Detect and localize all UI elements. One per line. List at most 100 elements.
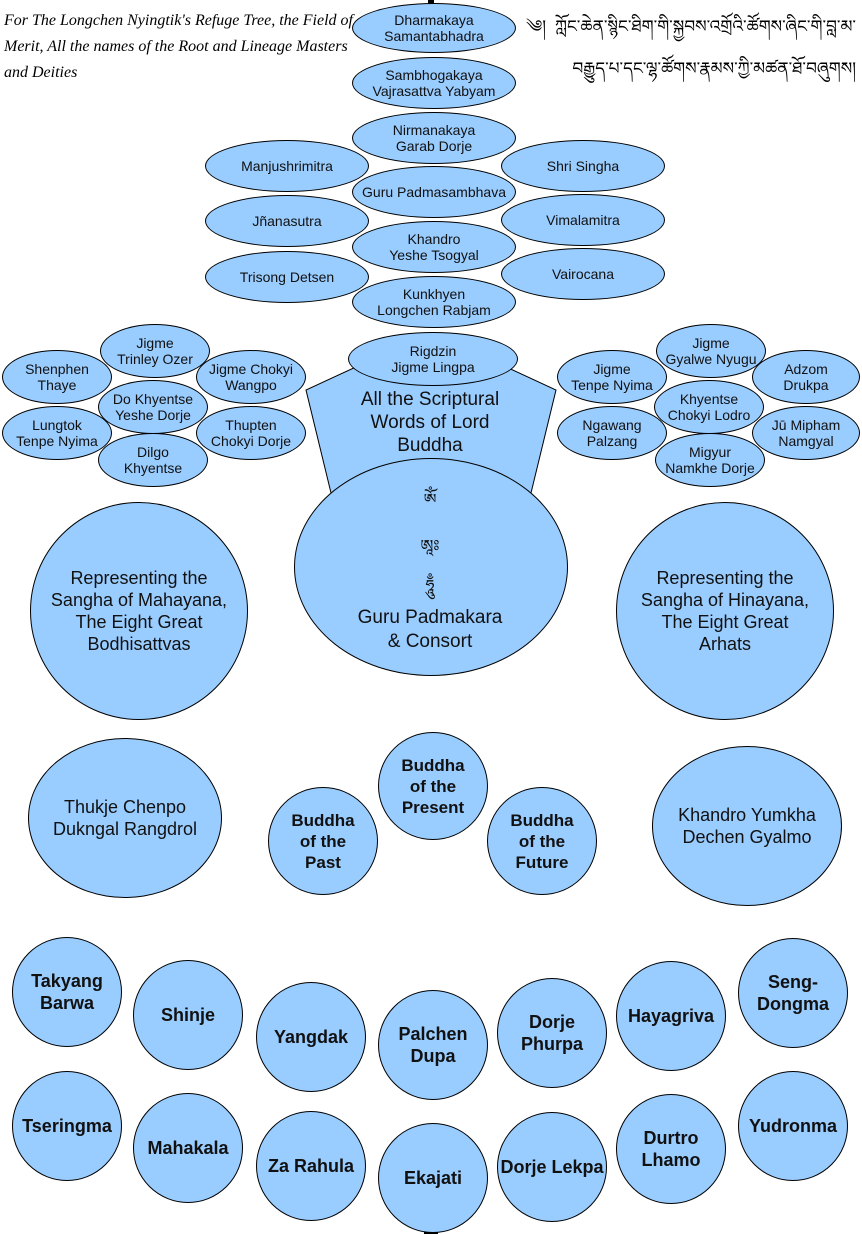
node-do-khyentse: Do Khyentse Yeshe Dorje — [98, 380, 208, 434]
tibetan-title-line2: བརྒྱུད་པ་དང་ལྷ་ཚོགས་རྣམས་ཀྱི་མཚན་ཐོ་བཞུག… — [572, 59, 856, 79]
node-yudronma: Yudronma — [738, 1071, 848, 1181]
node-label: Yangdak — [273, 1027, 349, 1047]
node-guru-padmakara — [294, 458, 568, 676]
node-label: Buddha of the Past — [291, 810, 355, 872]
seed-syllable-hung: ཧཱུྃ — [425, 576, 435, 595]
node-tseringma: Tseringma — [12, 1071, 122, 1181]
node-label: Shenphen Thaye — [25, 361, 89, 393]
node-takyang-barwa: Takyang Barwa — [12, 937, 122, 1047]
node-label: Mahakala — [147, 1138, 229, 1158]
node-label: Khandro Yumkha Dechen Gyalmo — [678, 805, 816, 847]
node-thukje-chenpo: Thukje Chenpo Dukngal Rangdrol — [28, 738, 222, 898]
node-label: Vairocana — [551, 266, 614, 282]
node-label: Guru Padmasambhava — [362, 184, 506, 200]
tree-trunk — [428, 0, 434, 4]
node-label: Rigdzin Jigme Lingpa — [391, 343, 475, 375]
node-trisong-detsen: Trisong Detsen — [205, 251, 369, 303]
node-label: Jigme Trinley Ozer — [117, 335, 193, 367]
node-za-rahula: Za Rahula — [256, 1111, 366, 1221]
node-label: Shinje — [160, 1005, 215, 1025]
node-label: Buddha of the Present — [401, 755, 465, 817]
node-vairocana: Vairocana — [501, 248, 665, 300]
tibetan-title-line1: ཀློང་ཆེན་སྙིང་ཐིག་གི་སྐྱབས་འགྲོའི་ཚོགས་ཞ… — [555, 17, 856, 37]
node-dharmakaya: Dharmakaya Samantabhadra — [352, 3, 516, 53]
node-label: Kunkhyen Longchen Rabjam — [377, 286, 491, 318]
node-label: Nirmanakaya Garab Dorje — [392, 122, 476, 154]
node-label: Manjushrimitra — [241, 158, 333, 174]
node-hayagriva: Hayagriva — [616, 961, 726, 1071]
tibetan-yig-mgo-mark: ༄། — [526, 17, 547, 37]
node-label: Khyentse Chokyi Lodro — [667, 391, 751, 423]
node-nirmanakaya: Nirmanakaya Garab Dorje — [352, 112, 516, 164]
node-thupten-chokyi-dorje: Thupten Chokyi Dorje — [196, 406, 306, 460]
node-label: Representing the Sangha of Hinayana, The… — [640, 568, 810, 654]
node-label: Dorje Phurpa — [520, 1012, 583, 1054]
node-jnanasutra: Jñanasutra — [205, 195, 369, 247]
tibetan-title: ༄། ཀློང་ཆེན་སྙིང་ཐིག་གི་སྐྱབས་འགྲོའི་ཚོགས… — [526, 6, 856, 90]
node-label: Jigme Chokyi Wangpo — [208, 361, 294, 393]
node-label: Jñanasutra — [252, 213, 322, 229]
node-label: Jigme Tenpe Nyima — [571, 361, 653, 393]
node-label: Thukje Chenpo Dukngal Rangdrol — [52, 797, 198, 839]
node-label: Shri Singha — [546, 158, 620, 174]
node-longchen-rabjam: Kunkhyen Longchen Rabjam — [352, 276, 516, 328]
node-lungtok-tenpe-nyima: Lungtok Tenpe Nyima — [2, 406, 112, 460]
node-khyentse-chokyi-lodro: Khyentse Chokyi Lodro — [654, 380, 764, 434]
node-label: Yudronma — [748, 1116, 837, 1136]
node-shri-singha: Shri Singha — [501, 140, 665, 192]
node-label: Lungtok Tenpe Nyima — [16, 417, 98, 449]
node-shinje: Shinje — [133, 960, 243, 1070]
node-dorje-lekpa: Dorje Lekpa — [497, 1112, 607, 1222]
node-manjushrimitra: Manjushrimitra — [205, 140, 369, 192]
node-label: Takyang Barwa — [31, 971, 103, 1013]
node-sambhogakaya: Sambhogakaya Vajrasattva Yabyam — [352, 57, 516, 109]
node-jigme-trinley-ozer: Jigme Trinley Ozer — [100, 324, 210, 378]
node-durtro-lhamo: Durtro Lhamo — [616, 1094, 726, 1204]
node-jigme-tenpe-nyima: Jigme Tenpe Nyima — [557, 350, 667, 404]
node-yeshe-tsogyal: Khandro Yeshe Tsogyal — [352, 221, 516, 273]
node-label: Khandro Yeshe Tsogyal — [389, 231, 479, 263]
node-label: Jū Mipham Namgyal — [771, 417, 841, 449]
node-label: Buddha of the Future — [510, 810, 574, 872]
diagram-caption: For The Longchen Nyingtik's Refuge Tree,… — [4, 12, 353, 81]
node-palchen-dupa: Palchen Dupa — [378, 990, 488, 1100]
node-label: Sambhogakaya Vajrasattva Yabyam — [372, 67, 496, 99]
node-jigme-chokyi-wangpo: Jigme Chokyi Wangpo — [196, 350, 306, 404]
node-label: Durtro Lhamo — [641, 1128, 701, 1170]
node-ngawang-palzang: Ngawang Palzang — [557, 406, 667, 460]
node-label: Seng- Dongma — [757, 972, 829, 1014]
seed-syllable-ah: ཨཱཿ — [420, 536, 440, 555]
node-label: Thupten Chokyi Dorje — [210, 417, 292, 449]
node-buddha-past: Buddha of the Past — [268, 787, 378, 895]
node-label: Za Rahula — [267, 1156, 355, 1176]
node-label: Ekajati — [403, 1168, 463, 1188]
node-label: Jigme Gyalwe Nyugu — [665, 335, 757, 367]
node-ekajati: Ekajati — [378, 1123, 488, 1233]
node-label: Ngawang Palzang — [582, 417, 642, 449]
node-label: Adzom Drukpa — [783, 361, 829, 393]
node-guru-padmasambhava: Guru Padmasambhava — [352, 166, 516, 218]
node-ju-mipham-namgyal: Jū Mipham Namgyal — [752, 406, 860, 460]
node-sangha-mahayana: Representing the Sangha of Mahayana, The… — [30, 502, 248, 720]
node-label: Tseringma — [22, 1116, 112, 1136]
node-yangdak: Yangdak — [256, 982, 366, 1092]
guru-label: Guru Padmakara & Consort — [357, 607, 503, 652]
node-buddha-present: Buddha of the Present — [378, 732, 488, 840]
node-buddha-future: Buddha of the Future — [487, 787, 597, 895]
node-vimalamitra: Vimalamitra — [501, 194, 665, 246]
node-label: Migyur Namkhe Dorje — [665, 444, 755, 476]
scripture-label: All the Scriptural Words of Lord Buddha — [360, 389, 500, 456]
node-label: Trisong Detsen — [239, 269, 335, 285]
node-jigme-gyalwe-nyugu: Jigme Gyalwe Nyugu — [656, 324, 766, 378]
node-label: Dilgo Khyentse — [123, 444, 183, 476]
node-dilgo-khyentse: Dilgo Khyentse — [98, 433, 208, 487]
seed-syllable-om: ཨོཾ — [423, 490, 437, 509]
node-khandro-yumkha: Khandro Yumkha Dechen Gyalmo — [652, 746, 842, 906]
node-shenphen-thaye: Shenphen Thaye — [2, 350, 112, 404]
node-label: Palchen Dupa — [398, 1024, 468, 1066]
node-migyur-namkhe-dorje: Migyur Namkhe Dorje — [655, 433, 765, 487]
node-mahakala: Mahakala — [133, 1093, 243, 1203]
node-seng-dongma: Seng- Dongma — [738, 938, 848, 1048]
node-label: Dharmakaya Samantabhadra — [384, 12, 484, 44]
node-label: Vimalamitra — [546, 212, 620, 228]
